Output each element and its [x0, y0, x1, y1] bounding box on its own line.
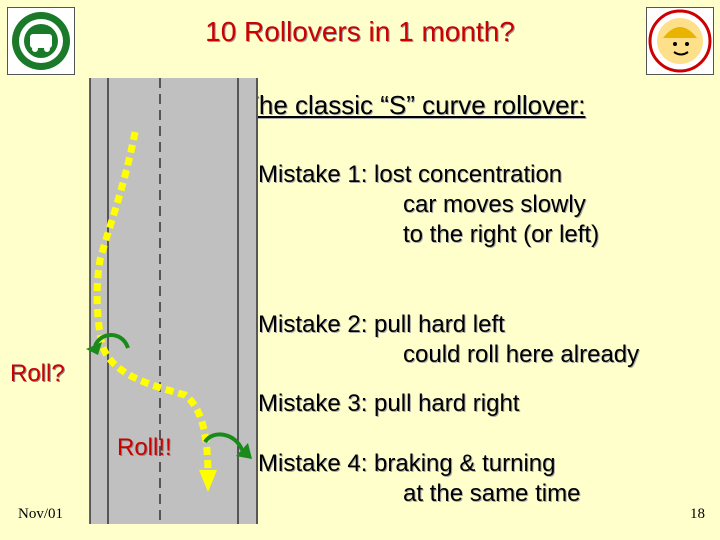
- mistake-2: Mistake 2: pull hard left could roll her…: [258, 310, 639, 370]
- mistake-3-line-1: Mistake 3: pull hard right: [258, 389, 519, 419]
- roll-label-2: Roll!!: [117, 434, 172, 462]
- page-number: 18: [690, 506, 705, 523]
- roll-label-1: Roll?: [10, 360, 65, 388]
- footer-date: Nov/01: [18, 506, 63, 523]
- mistake-4-line-2: at the same time: [258, 479, 580, 509]
- mistake-1-line-2: car moves slowly: [258, 190, 599, 220]
- mistake-1-line-3: to the right (or left): [258, 220, 599, 250]
- mistake-2-line-1: Mistake 2: pull hard left: [258, 310, 639, 340]
- mistake-3: Mistake 3: pull hard right: [258, 389, 519, 419]
- mistake-4-line-1: Mistake 4: braking & turning: [258, 449, 580, 479]
- mistake-4: Mistake 4: braking & turning at the same…: [258, 449, 580, 509]
- mistake-1: Mistake 1: lost concentration car moves …: [258, 160, 599, 250]
- road-surface: [90, 78, 258, 524]
- mistake-2-line-2: could roll here already: [258, 340, 639, 370]
- mistake-1-line-1: Mistake 1: lost concentration: [258, 160, 599, 190]
